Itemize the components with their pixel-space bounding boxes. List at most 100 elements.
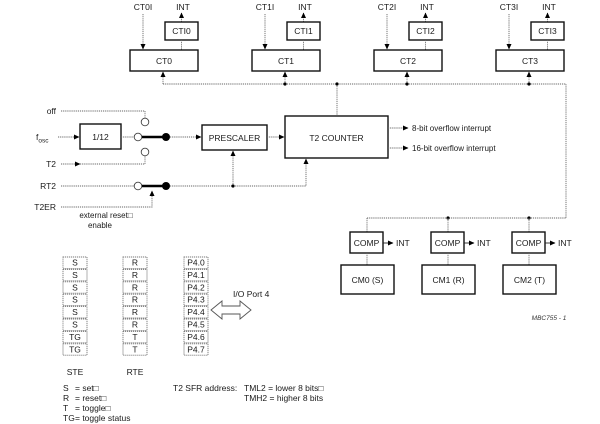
register-bit-cell [122,256,148,269]
sfr-address-note: T2 SFR address: TML2 = lower 8 bits□ TMH… [173,383,324,403]
switch-contact-rt2 [133,181,143,191]
t2-counter-box [284,115,389,159]
bus-junction [405,82,409,86]
fosc-subscript: osc [38,138,49,145]
register-bit-label: S [72,270,78,280]
register-bit-label: S [72,307,78,317]
register-bit-cell [183,330,209,344]
register-bit-cell [122,281,148,294]
divider-box [79,123,122,150]
register-bit-label: R [132,295,138,305]
register-bit-cell [183,293,209,307]
t2-line [80,156,146,165]
switch-contact-t2 [140,147,150,157]
register-bit-cell [62,330,88,344]
cm-box [502,264,557,295]
bidirectional-arrow-icon [210,300,252,320]
register-bit-label: P4.7 [187,344,205,354]
register-bit-cell [62,268,88,282]
switch-contact-div [133,132,143,142]
fosc-main: f [36,132,39,142]
comparator-0: COMP INT CM0 (S) [340,218,410,295]
rt2-label: RT2 [40,181,56,191]
switch-pivot [162,133,170,141]
register-bit-label: R [132,320,138,330]
port4-label: I/O Port 4 [233,289,270,299]
register-bit-cell [183,281,209,294]
ct-unit-0: CT0I INT CTI0 CT0 [129,2,199,84]
cm-box [421,264,476,295]
ext-reset-label-2: enable [88,221,113,230]
register-bit-cell [62,306,88,319]
cm-label: CM1 (R) [432,275,464,285]
sfr-line-1: TML2 = lower 8 bits□ [244,383,324,393]
register-bit-cell [122,268,148,282]
register-bit-label: P4.1 [187,270,205,280]
prescaler-box [201,124,268,151]
bus-junction [335,82,339,86]
register-bit-cell [183,306,209,319]
register-bit-cell [183,343,209,356]
ct-unit-3: CT3I INT CTI3 CT3 [495,2,565,84]
legend-desc: = reset□ [75,393,106,403]
off-label: off [47,106,57,116]
ct-input-label: CT2I [378,2,396,12]
comp-box [430,231,465,254]
register-bit-label: S [72,282,78,292]
sfr-line-2: TMH2 = higher 8 bits [244,393,323,403]
ct-label: CT3 [522,56,538,66]
register-bit-cell [62,256,88,269]
ct-input-label: CT1I [256,2,274,12]
register-bit-label: P4.4 [187,307,205,317]
fosc-label: fosc [36,132,49,145]
bus-junction [283,82,287,86]
register-bit-label: S [72,295,78,305]
cti-label: CTI1 [294,26,313,36]
legend-key: R [63,393,69,403]
ct-box [495,49,565,72]
ct-unit-2: CT2I INT CTI2 CT2 [373,2,443,84]
bus-junction [527,82,531,86]
register-bit-label: P4.5 [187,320,205,330]
comp-label: COMP [516,238,542,248]
t2-counter-label: T2 COUNTER [309,133,363,143]
comp-box [511,231,546,254]
register-bit-cell [62,281,88,294]
divider-label: 1/12 [92,132,109,142]
cm-label: CM2 (T) [514,275,545,285]
register-bit-label: T [132,344,137,354]
comp-int-label: INT [477,238,491,248]
legend-desc: = toggle□ [75,403,111,413]
register-bit-label: R [132,307,138,317]
reset-switch-pivot [162,182,170,190]
reset-junction [231,184,235,188]
ct-box [251,49,321,72]
register-bit-label: TG [69,344,81,354]
prescaler-label: PRESCALER [209,133,261,143]
register-bit-label: S [72,258,78,268]
register-bit-label: T [132,332,137,342]
comp-label: COMP [354,238,380,248]
comp-int-label: INT [396,238,410,248]
int-label: INT [542,2,556,12]
t2er-label: T2ER [34,202,56,212]
legend-desc: = toggle status [75,413,131,423]
register-bit-cell [183,256,209,269]
register-bit-label: P4.6 [187,332,205,342]
overflow-16-label: 16-bit overflow interrupt [412,144,496,153]
register-bit-label: TG [69,332,81,342]
switch-contact-off [140,117,150,127]
ste-label: STE [67,367,84,377]
register-bit-cell [62,293,88,307]
register-bit-cell [62,318,88,331]
ct-label: CT2 [400,56,416,66]
t2er-line [61,190,155,208]
register-bit-label: R [132,270,138,280]
ct-box [129,49,199,72]
sfr-label: T2 SFR address: [173,383,237,393]
register-bit-label: R [132,258,138,268]
ct-input-label: CT3I [500,2,518,12]
ct-input-label: CT0I [134,2,152,12]
